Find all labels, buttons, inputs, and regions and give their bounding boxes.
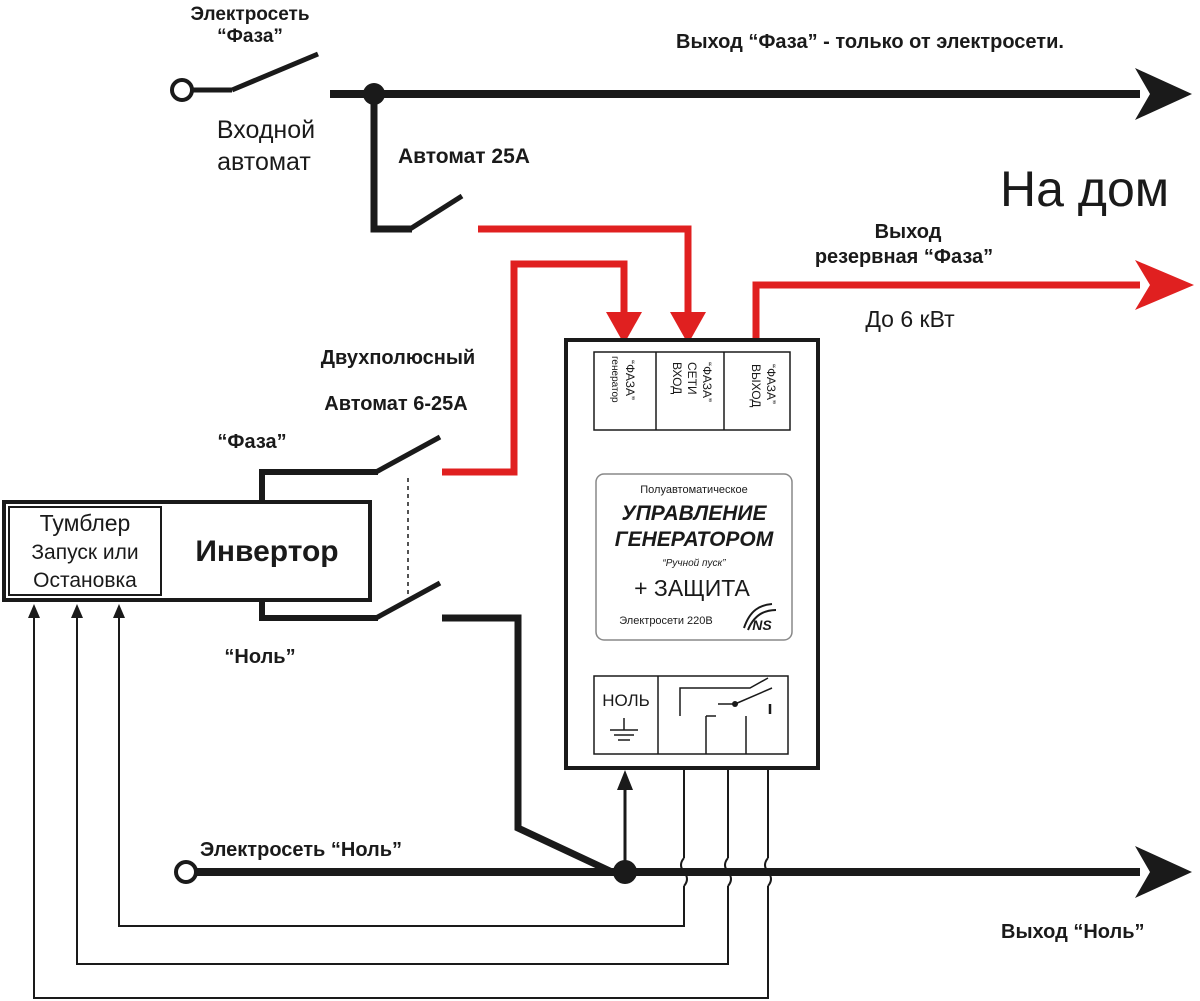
term-generator-label-2: “ФАЗА” [623, 360, 637, 400]
input-breaker-label-2: автомат [217, 148, 311, 176]
mains-phase-label-1: Электросеть [190, 4, 309, 25]
phase-quote-label: “Фаза” [217, 431, 286, 453]
panel-title-2: ГЕНЕРАТОРОМ [615, 528, 774, 551]
mains-neutral-label: Электросеть “Ноль” [200, 839, 402, 861]
relay-icon [679, 677, 773, 754]
control-wires [33, 612, 772, 999]
term-mains-label-3: “ФАЗА” [700, 362, 714, 402]
mains-neutral-line [174, 846, 1192, 898]
panel-top-label: Полуавтоматическое [640, 484, 747, 496]
red-wire-reserve-output [752, 260, 1194, 338]
ns-logo-text: NS [752, 617, 772, 633]
double-pole-label-2: Автомат 6-25А [324, 393, 467, 415]
inverter-label: Инвертор [195, 535, 338, 568]
mains-phase-line [170, 51, 1192, 120]
red-wire-generator-input [442, 260, 642, 476]
neutral-wire-breaker [442, 614, 614, 876]
reserve-output-label-1: Выход [875, 221, 942, 243]
control-wire-arrows [28, 604, 125, 618]
output-phase-mains-label: Выход “Фаза” - только от электросети. [676, 31, 1064, 53]
term-mains-label-1: ВХОД [670, 362, 684, 394]
power-limit-label: До 6 кВт [865, 306, 955, 332]
red-wire-mains-input [478, 225, 706, 344]
breaker-25a-label: Автомат 25А [398, 145, 530, 168]
ground-icon [610, 718, 638, 741]
panel-title-1: УПРАВЛЕНИЕ [621, 502, 767, 525]
toggle-label-2: Запуск или [31, 541, 138, 564]
term-mains-label-2: СЕТИ [685, 362, 699, 395]
output-neutral-label: Выход “Ноль” [1001, 921, 1145, 943]
control-module [564, 338, 820, 770]
neutral-to-module [617, 770, 633, 862]
term-output-label-1: ВЫХОД [749, 364, 763, 407]
ns-logo-icon [743, 603, 777, 631]
neutral-terminal-label: НОЛЬ [602, 691, 650, 710]
to-house-label: На дом [1000, 161, 1169, 217]
reserve-output-label-2: резервная “Фаза” [815, 246, 993, 268]
term-generator-label-1: генератор [609, 356, 620, 403]
input-breaker-label-1: Входной [217, 116, 315, 144]
panel-protection-label: + ЗАЩИТА [634, 575, 750, 601]
inverter-box [2, 500, 372, 602]
toggle-label-1: Тумблер [40, 510, 131, 536]
double-pole-breaker [259, 434, 442, 621]
mains-phase-label-2: “Фаза” [217, 26, 283, 47]
breaker-25a-branch [370, 94, 464, 233]
neutral-quote-label: “Ноль” [224, 646, 295, 668]
double-pole-label-1: Двухполюсный [321, 347, 475, 369]
term-output-label-2: “ФАЗА” [764, 364, 778, 404]
panel-footer-label: Электросети 220В [619, 615, 712, 627]
panel-note-label: “Ручной пуск” [662, 558, 726, 569]
toggle-label-3: Остановка [33, 569, 137, 592]
